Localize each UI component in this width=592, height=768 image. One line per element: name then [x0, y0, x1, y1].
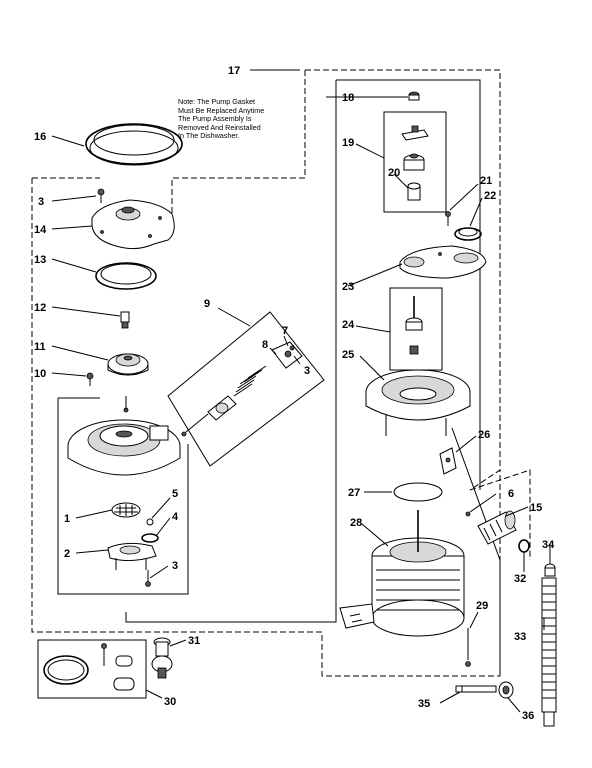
callout-30: 30: [164, 696, 176, 708]
ball-5: [146, 518, 154, 526]
callout-9: 9: [204, 298, 210, 310]
mounting-plate-23: [399, 245, 487, 279]
drain-hose-33: [541, 577, 557, 727]
callout-13: 13: [34, 254, 46, 266]
callout-32: 32: [514, 573, 526, 585]
callout-33: 33: [514, 631, 526, 643]
leader-lines: [51, 69, 551, 713]
screw-29: [465, 628, 471, 667]
impeller-11: [107, 353, 149, 376]
callout-3-bottom: 3: [172, 560, 178, 572]
callout-6: 6: [508, 488, 514, 500]
clamp-32: [518, 539, 530, 553]
note-line-2: Must Be Replaced Anytime: [178, 105, 265, 115]
note-line-1: Note: The Pump Gasket: [178, 97, 255, 106]
pump-housing: [67, 396, 181, 476]
bushing-20: [407, 182, 421, 201]
cap-34: [544, 563, 556, 577]
callout-5: 5: [172, 488, 178, 500]
callout-19: 19: [342, 137, 354, 149]
callout-36: 36: [522, 710, 534, 722]
seal-22: [454, 227, 482, 241]
motor-mount-25: [365, 369, 471, 436]
gasket-kit-30: [43, 643, 135, 691]
fitting-6: [465, 511, 471, 517]
callout-35: 35: [418, 698, 430, 710]
callout-10: 10: [34, 368, 46, 380]
callout-18: 18: [342, 92, 354, 104]
callout-17: 17: [228, 65, 240, 77]
note-line-5: In The Dishwasher.: [178, 131, 240, 141]
oring-4: [141, 533, 159, 543]
filter-1: [111, 502, 141, 518]
nut-36: [498, 681, 514, 699]
note-line-4: Removed And Reinstalled: [178, 122, 261, 132]
agitator-drive-19: [401, 125, 429, 171]
note-line-3: The Pump Assembly Is: [178, 114, 252, 124]
callout-2: 2: [64, 548, 70, 560]
callout-7: 7: [282, 325, 288, 337]
callout-16: 16: [34, 131, 46, 143]
pump-gasket-16: [85, 123, 183, 166]
disc-27: [393, 482, 443, 502]
callout-3-chopper: 3: [304, 365, 310, 377]
nut-18: [408, 91, 420, 101]
callout-15: 15: [530, 502, 542, 514]
callout-4: 4: [172, 511, 179, 523]
callout-21: 21: [480, 175, 492, 187]
bolt-12: [120, 311, 130, 329]
oring-13: [95, 262, 157, 290]
chopper-assembly-9: [181, 341, 303, 437]
callout-labels: 17 16 3 14 13 12 11 10 9 7 8 3 1 2 5 4 3…: [34, 65, 555, 722]
callout-23: 23: [342, 281, 354, 293]
bracket-2: [107, 542, 157, 570]
pump-cover-14: [91, 199, 175, 250]
callout-3-top: 3: [38, 196, 44, 208]
drive-shaft-24: [405, 296, 423, 355]
callout-20: 20: [388, 167, 400, 179]
callout-31: 31: [188, 635, 200, 647]
callout-22: 22: [484, 190, 496, 202]
pin-35: [455, 685, 497, 693]
callout-29: 29: [476, 600, 488, 612]
callout-14: 14: [34, 224, 47, 236]
screw-21: [445, 211, 451, 226]
plug-31: [151, 637, 173, 679]
callout-11: 11: [34, 341, 46, 353]
screw-3-top: [97, 188, 105, 203]
callout-12: 12: [34, 302, 46, 314]
callout-26: 26: [478, 429, 490, 441]
screw-3-bottom: [145, 570, 151, 587]
callout-34: 34: [542, 539, 555, 551]
clip-26: [439, 447, 457, 475]
callout-27: 27: [348, 487, 360, 499]
callout-8: 8: [262, 339, 268, 351]
callout-28: 28: [350, 517, 362, 529]
motor-28: [339, 510, 465, 637]
pump-gasket-note: Note: The Pump Gasket Must Be Replaced A…: [178, 97, 318, 141]
callout-1: 1: [64, 513, 70, 525]
screw-10: [86, 372, 94, 386]
callout-24: 24: [342, 319, 355, 331]
callout-25: 25: [342, 349, 354, 361]
